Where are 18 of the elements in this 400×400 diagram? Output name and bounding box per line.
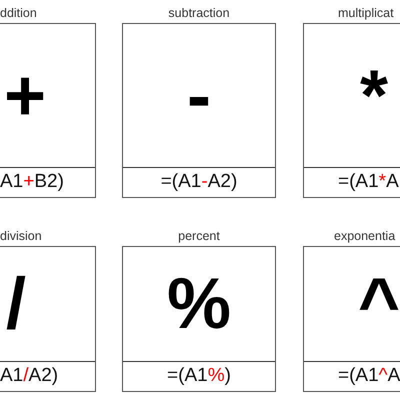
operator-symbol: /	[6, 268, 26, 340]
formula: =(A1-A2)	[123, 167, 275, 197]
operator-symbol: %	[166, 268, 232, 340]
operation-name: subtraction	[167, 5, 231, 21]
operation-name: multiplicat	[338, 5, 394, 21]
formula: =(A1^A	[304, 361, 400, 391]
formula: A1/A2)	[0, 361, 95, 391]
operator-symbol: ^	[358, 268, 400, 340]
formula: =(A1*A	[304, 167, 400, 197]
operator-symbol: *	[360, 60, 388, 132]
operation-name: exponentia	[334, 228, 396, 244]
operation-name: division	[0, 228, 42, 244]
formula: =(A1%)	[123, 361, 275, 391]
operator-symbol: -	[187, 60, 211, 132]
operation-name: percent	[177, 228, 221, 244]
formula: A1+B2)	[0, 167, 95, 197]
operator-symbol: +	[4, 60, 46, 132]
operation-name: ddition	[0, 5, 37, 21]
